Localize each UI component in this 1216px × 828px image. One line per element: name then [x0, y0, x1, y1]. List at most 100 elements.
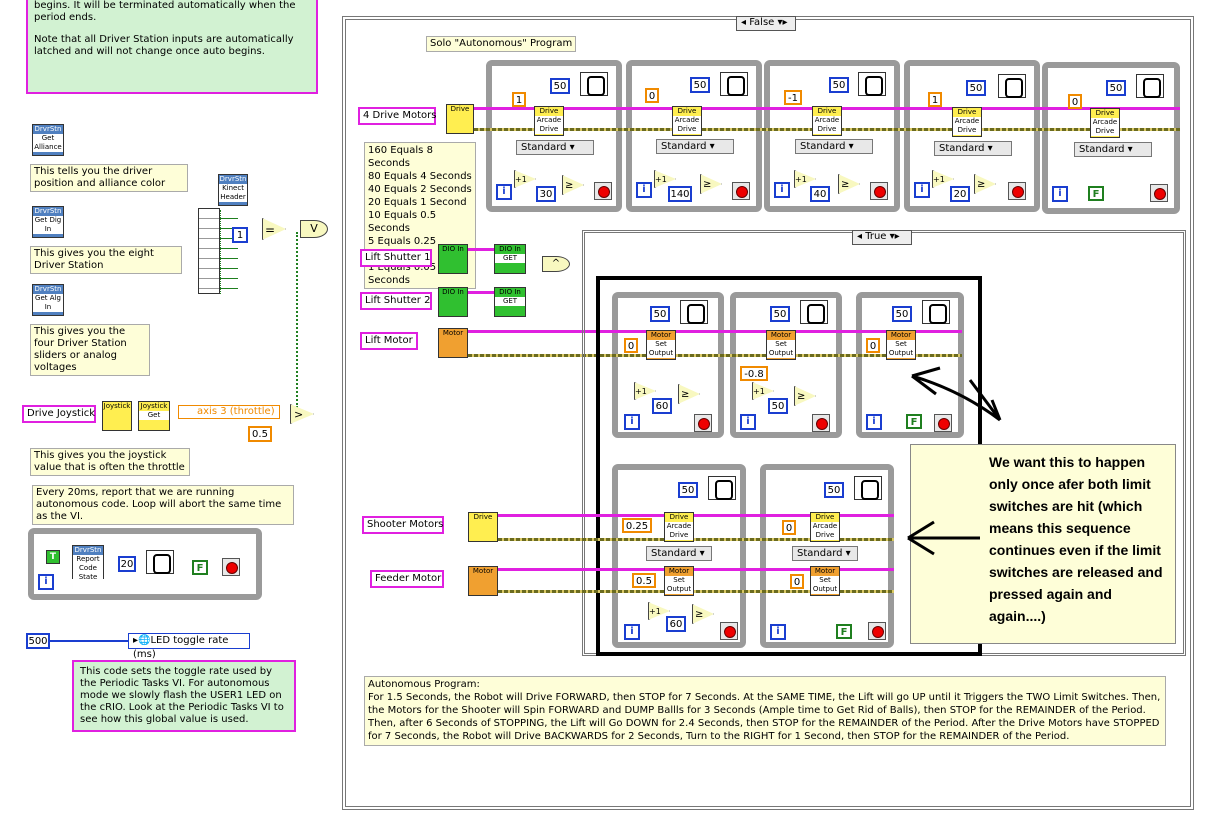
wait-const[interactable]: 50 [550, 78, 570, 94]
feeder-motor-control[interactable]: Feeder Motor [370, 570, 444, 588]
joystick-ref-vi[interactable]: Joystick [102, 401, 132, 431]
count-const[interactable]: 30 [536, 186, 556, 202]
false-const[interactable]: F [836, 624, 852, 639]
wait-const[interactable]: 50 [678, 482, 698, 498]
stop-icon[interactable] [868, 622, 886, 640]
wait-const[interactable]: 50 [650, 306, 670, 322]
drive-value[interactable]: 0 [1068, 94, 1082, 109]
count-const[interactable]: 60 [652, 398, 672, 414]
count-const[interactable]: 140 [668, 186, 692, 202]
axis-unbundle[interactable]: axis 3 (throttle) [178, 405, 280, 419]
drive-ref-vi[interactable]: Drive [468, 512, 498, 542]
report-stop-icon[interactable] [222, 558, 240, 576]
motor-ref-vi[interactable]: Motor [438, 328, 468, 358]
constant-one[interactable]: 1 [232, 227, 248, 243]
lift-motor-control[interactable]: Lift Motor [360, 332, 418, 350]
drive-ref-vi[interactable]: Drive [446, 104, 474, 134]
case-selector-false[interactable]: ◂ False ▾▸ [736, 16, 796, 31]
standard-ring[interactable]: Standard ▾ [516, 140, 594, 155]
stop-icon[interactable] [732, 182, 750, 200]
arcade-drive-vi[interactable]: Drive Arcade Drive [952, 107, 982, 137]
stop-icon[interactable] [720, 622, 738, 640]
false-const[interactable]: F [906, 414, 922, 429]
lift-value[interactable]: -0.8 [740, 366, 768, 381]
wait-const[interactable]: 50 [690, 77, 710, 93]
wait-const[interactable]: 50 [824, 482, 844, 498]
and-node[interactable]: ^ [542, 256, 570, 272]
wait-const[interactable]: 50 [1106, 80, 1126, 96]
or-node[interactable]: V [300, 220, 328, 238]
lift-value[interactable]: 0 [866, 338, 880, 353]
equals-node[interactable]: = [262, 218, 286, 240]
drive-joystick-control[interactable]: Drive Joystick [22, 405, 96, 423]
greater-node[interactable]: > [290, 404, 314, 424]
wait-const[interactable]: 50 [770, 306, 790, 322]
kinect-header-vi[interactable]: DrvrStn Kinect Header [218, 174, 248, 206]
feeder-value[interactable]: 0.5 [632, 573, 656, 588]
lift-shutter1-control[interactable]: Lift Shutter 1 [360, 249, 432, 267]
led-const[interactable]: 500 [26, 633, 50, 649]
shooter-value[interactable]: 0.25 [622, 518, 652, 533]
feeder-value[interactable]: 0 [790, 574, 804, 589]
stop-icon[interactable] [594, 182, 612, 200]
standard-ring[interactable]: Standard ▾ [1074, 142, 1152, 157]
joystick-get-vi[interactable]: Joystick Get [138, 401, 170, 431]
report-code-state-vi[interactable]: DrvrStn Report Code State [72, 545, 104, 582]
standard-ring[interactable]: Standard ▾ [934, 141, 1012, 156]
stop-icon[interactable] [694, 414, 712, 432]
report-false-const[interactable]: F [192, 560, 208, 575]
wait-const[interactable]: 50 [829, 77, 849, 93]
shooter-value[interactable]: 0 [782, 520, 796, 535]
count-const[interactable]: 20 [950, 186, 970, 202]
shooter-motors-control[interactable]: Shooter Motors [362, 516, 444, 534]
stop-icon[interactable] [870, 182, 888, 200]
get-algin-vi[interactable]: DrvrStn Get Alg In [32, 284, 64, 316]
wait-const[interactable]: 50 [892, 306, 912, 322]
get-digin-vi[interactable]: DrvrStn Get Dig In [32, 206, 64, 238]
false-const[interactable]: F [1088, 186, 1104, 201]
get-alliance-vi[interactable]: DrvrStn Get Alliance [32, 124, 64, 156]
true-constant[interactable]: T [46, 550, 60, 564]
dio-ref-vi[interactable]: DIO In [438, 244, 468, 274]
lift-shutter2-control[interactable]: Lift Shutter 2 [360, 292, 432, 310]
constant-half[interactable]: 0.5 [248, 426, 272, 442]
standard-ring[interactable]: Standard ▾ [646, 546, 712, 561]
count-const[interactable]: 60 [666, 616, 686, 632]
stop-icon[interactable] [934, 414, 952, 432]
arcade-drive-vi[interactable]: Drive Arcade Drive [812, 106, 842, 136]
drive-value[interactable]: -1 [784, 90, 802, 105]
case-selector-true[interactable]: ◂ True ▾▸ [852, 230, 912, 245]
index-array[interactable] [198, 208, 220, 294]
arcade-drive-vi[interactable]: Drive Arcade Drive [534, 106, 564, 136]
drive-value[interactable]: 1 [512, 92, 526, 107]
stop-icon[interactable] [812, 414, 830, 432]
standard-ring[interactable]: Standard ▾ [656, 139, 734, 154]
ring-label: Standard [800, 141, 846, 152]
arcade-drive-vi[interactable]: Drive Arcade Drive [672, 106, 702, 136]
standard-ring[interactable]: Standard ▾ [792, 546, 858, 561]
stop-icon[interactable] [1008, 182, 1026, 200]
drive-motors-control[interactable]: 4 Drive Motors [358, 107, 437, 125]
wait-const[interactable]: 50 [966, 80, 986, 96]
led-global[interactable]: ▸🌐LED toggle rate (ms) [128, 633, 250, 660]
arcade-drive-vi[interactable]: Drive Arcade Drive [1090, 108, 1120, 138]
drive-value[interactable]: 0 [645, 88, 659, 103]
report-wait-const[interactable]: 20 [118, 556, 136, 572]
drive-value[interactable]: 1 [928, 92, 942, 107]
motor-ref-vi[interactable]: Motor [468, 566, 498, 596]
dio-ref-vi[interactable]: DIO In [438, 287, 468, 317]
standard-ring[interactable]: Standard ▾ [795, 139, 873, 154]
count-const[interactable]: 40 [810, 186, 830, 202]
stop-icon[interactable] [1150, 184, 1168, 202]
count-const[interactable]: 50 [768, 398, 788, 414]
lift-value[interactable]: 0 [624, 338, 638, 353]
